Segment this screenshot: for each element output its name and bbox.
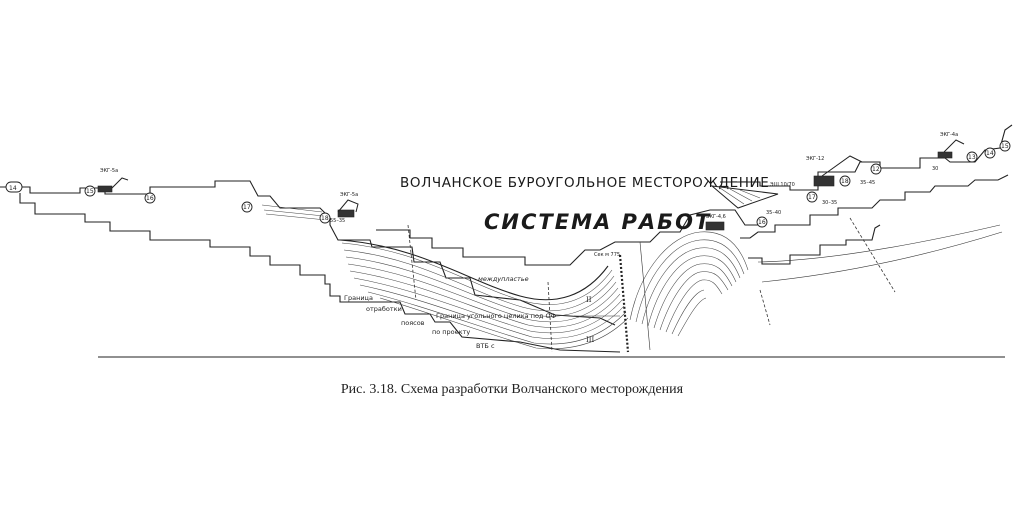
dim-label-4: 30–35 xyxy=(822,200,837,206)
bench-badge: 16 xyxy=(144,192,156,204)
diagram-subtitle: СИСТЕМА РАБОТ xyxy=(484,210,711,234)
overburden-hatch xyxy=(261,204,327,221)
right-boundary-curve xyxy=(757,224,1001,263)
svg-text:18: 18 xyxy=(321,215,329,222)
coal-seam-fold xyxy=(629,231,749,337)
bench-badge: 15 xyxy=(84,185,96,197)
fault-line-3 xyxy=(407,224,417,301)
label-otrabotki: отработки xyxy=(366,305,402,313)
svg-text:16: 16 xyxy=(758,219,766,226)
excavator-icon: ЭКГ-5а xyxy=(97,168,129,193)
fault-line-4 xyxy=(639,241,651,351)
right-slide-line-2 xyxy=(759,289,771,326)
dragline-icon: ЭКГ-4,6 ЭШ 10/70 35–40 xyxy=(705,182,795,231)
excavator-icon: ЭКГ-12 35–45 30–35 xyxy=(806,155,875,206)
right-lower-benches xyxy=(748,224,881,265)
bench-badge: 14 xyxy=(5,181,23,193)
label-mezhplastie: междупластье xyxy=(478,275,529,283)
dim-label-1: 55–35 xyxy=(330,218,345,224)
bench-badge: 17 xyxy=(806,191,818,203)
bench-badge: 18 xyxy=(839,175,851,187)
right-pit-wall xyxy=(720,124,1013,191)
excavator-icon: ЭКГ-4а 30 xyxy=(932,132,965,172)
equipment-label-e1: ЭКГ-5а xyxy=(100,168,118,174)
label-vtb: ВТБ с xyxy=(476,342,495,350)
equipment-label-e4: ЭШ 10/70 xyxy=(770,182,795,188)
excavator-icon: ЭКГ-5а 55–35 xyxy=(330,192,359,224)
fault-line xyxy=(618,254,630,353)
center-terrace xyxy=(376,209,758,266)
svg-text:13: 13 xyxy=(968,154,976,161)
dim-label-3: 35–45 xyxy=(860,180,875,186)
bench-badge: 12 xyxy=(870,163,882,175)
right-slide-line xyxy=(849,217,896,293)
fault-line-2 xyxy=(547,281,553,353)
svg-text:15: 15 xyxy=(1001,143,1009,150)
dim-label-5: 30 xyxy=(932,166,938,172)
equipment-label-e2: ЭКГ-5а xyxy=(340,192,358,198)
equipment-label-e5: ЭКГ-12 xyxy=(806,156,824,162)
label-po-proektu: по проекту xyxy=(432,328,470,336)
bench-badge: 18 xyxy=(319,212,331,224)
svg-text:16: 16 xyxy=(146,195,154,202)
label-granitsa-uglya: Граница угольного целика под ОФ xyxy=(436,312,557,320)
bench-badge: 17 xyxy=(241,201,253,213)
left-inner-benches xyxy=(19,193,621,353)
label-poyasov: поясов xyxy=(401,319,425,327)
diagram-title: ВОЛЧАНСКОЕ БУРОУГОЛЬНОЕ МЕСТОРОЖДЕНИЕ xyxy=(400,175,769,191)
left-pit-wall xyxy=(0,180,616,326)
equipment-label-e3: ЭКГ-4,6 xyxy=(706,214,726,220)
label-cek: Сек м 775 xyxy=(594,252,620,258)
svg-text:17: 17 xyxy=(808,194,816,201)
svg-text:12: 12 xyxy=(872,166,880,173)
coal-seam-basin xyxy=(339,239,629,349)
label-roman-3: III xyxy=(586,336,595,344)
equipment-label-e6: ЭКГ-4а xyxy=(940,132,958,138)
svg-text:17: 17 xyxy=(243,204,251,211)
svg-text:14: 14 xyxy=(9,185,17,192)
dim-label-2: 35–40 xyxy=(766,210,781,216)
svg-text:14: 14 xyxy=(986,150,994,157)
bench-badge: 14 xyxy=(984,147,996,159)
bench-badge: 15 xyxy=(999,140,1011,152)
label-roman-2: II xyxy=(586,296,592,304)
label-granitsa: Граница xyxy=(344,294,373,302)
svg-text:18: 18 xyxy=(841,178,849,185)
bench-badge: 13 xyxy=(966,151,978,163)
bench-number-badges: 14 15 16 17 18 16 17 18 12 13 14 15 xyxy=(5,140,1011,228)
right-inner-benches xyxy=(740,174,1009,239)
bench-badge: 16 xyxy=(756,216,768,228)
svg-text:15: 15 xyxy=(86,188,94,195)
figure-caption: Рис. 3.18. Схема разработки Волчанского … xyxy=(340,382,684,397)
right-boundary-curve-2 xyxy=(761,231,1003,283)
open-pit-cross-section: ВОЛЧАНСКОЕ БУРОУГОЛЬНОЕ МЕСТОРОЖДЕНИЕ СИ… xyxy=(0,124,1013,358)
